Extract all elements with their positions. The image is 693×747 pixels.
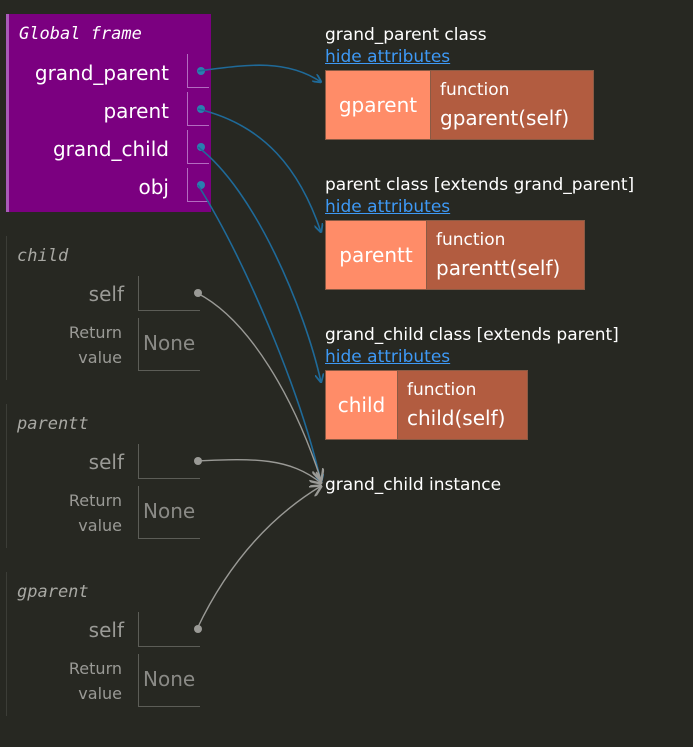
stack-var-self-cell bbox=[138, 444, 200, 479]
arrow-grand-child bbox=[197, 146, 321, 382]
global-frame: Global frame grand_parent parent grand_c… bbox=[6, 14, 211, 212]
arrow-obj bbox=[197, 184, 321, 482]
stack-var-self: self bbox=[88, 282, 124, 306]
class-attr-gparent: gparent bbox=[326, 71, 431, 139]
stack-frame-child: child self Return value None bbox=[6, 236, 206, 380]
stack-var-self-cell bbox=[138, 612, 200, 647]
arrow-child-self bbox=[196, 292, 321, 480]
parent-class-label: parent class [extends grand_parent] bbox=[325, 175, 635, 195]
global-frame-title: Global frame bbox=[19, 24, 142, 44]
global-var-obj: obj bbox=[138, 175, 170, 199]
stack-frame-title: gparent bbox=[17, 582, 89, 602]
pointer-dot-obj[interactable] bbox=[197, 181, 205, 189]
return-value: None bbox=[143, 667, 196, 691]
class-attr-parentt: parentt bbox=[326, 221, 427, 289]
stack-frame-title: parentt bbox=[17, 414, 89, 434]
global-var-obj-cell bbox=[187, 168, 209, 202]
grand-parent-class-label: grand_parent class bbox=[325, 25, 487, 45]
return-value-cell bbox=[138, 654, 200, 707]
arrow-gparent-self bbox=[196, 486, 321, 630]
stack-frame-parentt: parentt self Return value None bbox=[6, 404, 206, 548]
function-parentt[interactable]: function parentt(self) bbox=[427, 221, 584, 289]
pointer-dot-grand-child[interactable] bbox=[197, 143, 205, 151]
stack-var-self-cell bbox=[138, 276, 200, 311]
function-gparent[interactable]: function gparent(self) bbox=[431, 71, 593, 139]
function-signature: parentt(self) bbox=[436, 256, 561, 280]
function-child[interactable]: function child(self) bbox=[398, 371, 527, 439]
return-value-cell bbox=[138, 486, 200, 539]
global-var-grand-parent: grand_parent bbox=[34, 61, 169, 85]
function-signature: gparent(self) bbox=[440, 106, 570, 130]
global-var-parent-cell bbox=[187, 92, 209, 126]
function-kind-label: function bbox=[407, 380, 477, 400]
stack-frame-gparent: gparent self Return value None bbox=[6, 572, 206, 716]
arrow-parent bbox=[197, 108, 321, 232]
stack-var-self: self bbox=[88, 450, 124, 474]
global-var-grand-parent-cell bbox=[187, 54, 209, 88]
class-attr-child: child bbox=[326, 371, 398, 439]
parent-hide-attributes-link[interactable]: hide attributes bbox=[325, 197, 451, 217]
grand-parent-hide-attributes-link[interactable]: hide attributes bbox=[325, 47, 451, 67]
arrow-parentt-self bbox=[196, 458, 321, 483]
return-value-cell bbox=[138, 318, 200, 371]
grand-parent-class-box: gparent function gparent(self) bbox=[325, 70, 594, 140]
parent-class-box: parentt function parentt(self) bbox=[325, 220, 585, 290]
global-var-grand-child: grand_child bbox=[52, 137, 169, 161]
global-var-grand-child-cell bbox=[187, 130, 209, 164]
grand-child-instance-label: grand_child instance bbox=[325, 475, 502, 495]
return-label: Return value bbox=[68, 659, 122, 703]
return-value: None bbox=[143, 331, 196, 355]
grand-child-class-label: grand_child class [extends parent] bbox=[325, 325, 619, 345]
function-kind-label: function bbox=[436, 230, 506, 250]
function-signature: child(self) bbox=[407, 406, 506, 430]
pointer-dot-gparent-self[interactable] bbox=[194, 625, 202, 633]
arrow-grand-parent bbox=[197, 64, 321, 82]
return-label: Return value bbox=[68, 491, 122, 535]
stack-var-self: self bbox=[88, 618, 124, 642]
grand-child-hide-attributes-link[interactable]: hide attributes bbox=[325, 347, 451, 367]
grand-child-class-box: child function child(self) bbox=[325, 370, 528, 440]
stack-frame-title: child bbox=[17, 246, 69, 266]
function-kind-label: function bbox=[440, 80, 510, 100]
global-var-parent: parent bbox=[103, 99, 169, 123]
return-label: Return value bbox=[68, 323, 122, 367]
return-value: None bbox=[143, 499, 196, 523]
